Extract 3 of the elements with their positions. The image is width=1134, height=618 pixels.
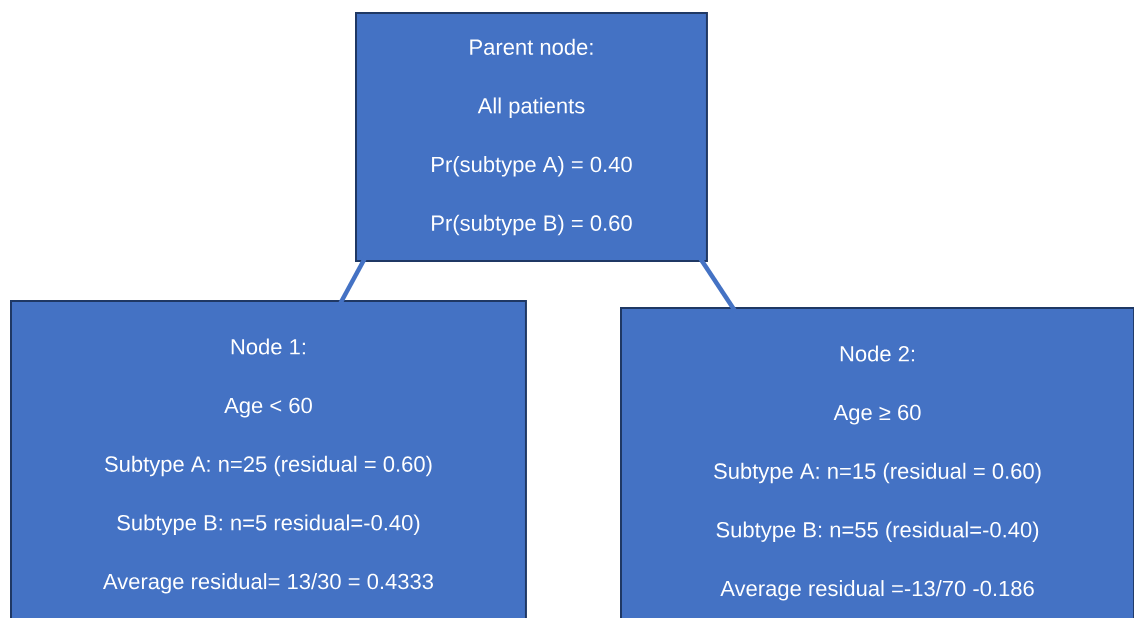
tree-node-box: Node 2: Age ≥ 60 Subtype A: n=15 (residual = 0.60) Subtype B: n=55 (residual=-0.40) Average residual =-13/70 -0.186 — [620, 307, 1134, 618]
tree-node-box: Parent node: All patients Pr(subtype A) = 0.40 Pr(subtype B) = 0.60 — [355, 12, 708, 262]
tree-node-box: Node 1: Age < 60 Subtype A: n=25 (residual = 0.60) Subtype B: n=5 residual=-0.40) Average residual= 13/30 = 0.4333 — [10, 300, 527, 618]
